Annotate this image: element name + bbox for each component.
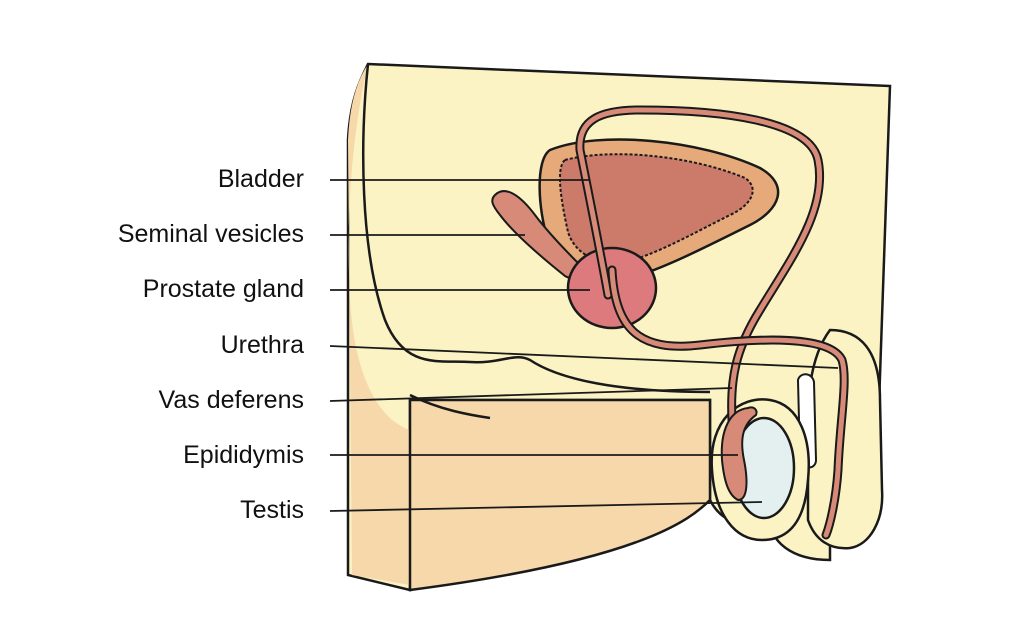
leader-urethra <box>329 345 839 369</box>
label-bladder: Bladder <box>217 165 304 193</box>
thigh-shade <box>408 398 712 592</box>
label-seminal-vesicles: Seminal vesicles <box>117 220 304 248</box>
label-epididymis: Epididymis <box>183 441 304 469</box>
label-vas-deferens: Vas deferens <box>158 386 304 414</box>
epididymis <box>720 406 758 502</box>
label-urethra: Urethra <box>220 331 304 359</box>
label-testis: Testis <box>240 496 304 524</box>
urethra-fill <box>609 267 847 538</box>
buttock-contour <box>362 63 711 394</box>
label-prostate-gland: Prostate gland <box>142 275 304 303</box>
gluteal-fold <box>409 393 491 420</box>
leader-testis <box>329 501 763 512</box>
vas-deferens-fill <box>577 107 823 463</box>
leader-vas <box>329 387 733 402</box>
bladder-lumen <box>559 153 754 264</box>
